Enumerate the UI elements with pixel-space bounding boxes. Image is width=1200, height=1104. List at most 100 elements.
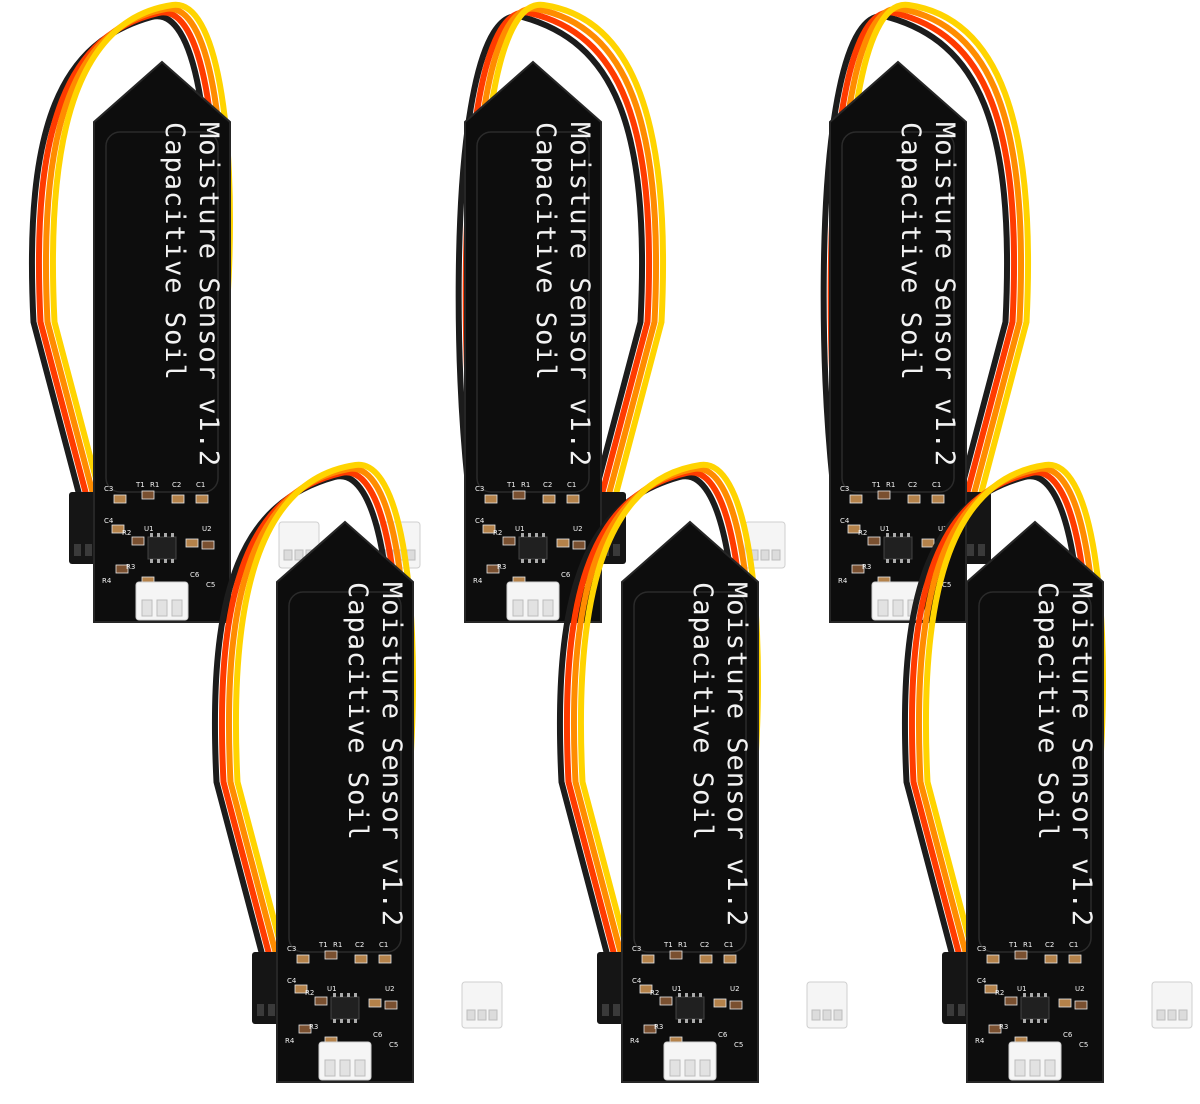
pcb-board bbox=[93, 60, 231, 623]
sensor-title-line1: Capacitive Soil bbox=[342, 582, 373, 841]
smd-part bbox=[1058, 998, 1072, 1008]
smd-part bbox=[729, 1000, 743, 1010]
component-label: R1 bbox=[886, 481, 895, 489]
smd-part bbox=[1074, 1000, 1088, 1010]
component-label: R2 bbox=[305, 989, 314, 997]
smd-part bbox=[1068, 954, 1082, 964]
smd-part bbox=[1004, 996, 1018, 1006]
smd-part bbox=[113, 494, 127, 504]
smd-part bbox=[542, 494, 556, 504]
component-label: T1 bbox=[1008, 941, 1018, 949]
component-label: U1 bbox=[672, 985, 682, 993]
component-label: T1 bbox=[871, 481, 881, 489]
jst-connector bbox=[1008, 1041, 1062, 1081]
component-label: T1 bbox=[506, 481, 516, 489]
smd-part bbox=[723, 954, 737, 964]
sensor-title-line2: Moisture Sensor v1.2 bbox=[929, 122, 960, 467]
jst-connector-loose bbox=[806, 981, 848, 1029]
sensing-area bbox=[978, 591, 1092, 953]
component-label: U1 bbox=[1017, 985, 1027, 993]
component-label: C3 bbox=[475, 485, 484, 493]
sensing-area bbox=[288, 591, 402, 953]
component-label: C5 bbox=[206, 581, 215, 589]
smd-part bbox=[115, 564, 129, 574]
jst-connector-loose bbox=[1151, 981, 1193, 1029]
component-label: U2 bbox=[938, 525, 948, 533]
smd-part bbox=[378, 954, 392, 964]
component-label: C2 bbox=[908, 481, 917, 489]
sensor-title-line2: Moisture Sensor v1.2 bbox=[376, 582, 407, 927]
component-label: C3 bbox=[632, 945, 641, 953]
smd-part bbox=[931, 494, 945, 504]
component-label: R3 bbox=[497, 563, 506, 571]
component-label: C6 bbox=[718, 1031, 728, 1039]
component-label: T1 bbox=[663, 941, 673, 949]
component-label: U1 bbox=[144, 525, 154, 533]
component-label: U1 bbox=[327, 985, 337, 993]
component-label: U2 bbox=[730, 985, 740, 993]
component-label: C5 bbox=[1079, 1041, 1088, 1049]
component-label: R3 bbox=[309, 1023, 318, 1031]
jst-connector-loose bbox=[461, 981, 503, 1029]
component-label: C4 bbox=[287, 977, 297, 985]
component-label: C4 bbox=[632, 977, 642, 985]
component-label: C5 bbox=[734, 1041, 743, 1049]
smd-part bbox=[669, 950, 683, 960]
component-label: C2 bbox=[172, 481, 181, 489]
component-label: R2 bbox=[122, 529, 131, 537]
smd-part bbox=[384, 1000, 398, 1010]
smd-part bbox=[131, 536, 145, 546]
smd-part bbox=[907, 494, 921, 504]
component-label: U2 bbox=[202, 525, 212, 533]
pcb-board bbox=[966, 520, 1104, 1083]
component-label: C6 bbox=[561, 571, 571, 579]
jst-connector bbox=[663, 1041, 717, 1081]
sensor-title-line2: Moisture Sensor v1.2 bbox=[1066, 582, 1097, 927]
smd-part bbox=[484, 494, 498, 504]
component-area: C3T1R1C2C1C4R2U1U2R3R4AOUTVCCGNDC6C5 bbox=[473, 481, 586, 593]
component-label: U1 bbox=[880, 525, 890, 533]
sensor-title-line1: Capacitive Soil bbox=[530, 122, 561, 381]
sensor-title-line1: Capacitive Soil bbox=[159, 122, 190, 381]
smd-part bbox=[849, 494, 863, 504]
pcb-board bbox=[621, 520, 759, 1083]
component-label: C6 bbox=[373, 1031, 383, 1039]
component-label: C1 bbox=[379, 941, 388, 949]
jst-connector-loose bbox=[744, 521, 786, 569]
component-label: R2 bbox=[858, 529, 867, 537]
smd-part bbox=[512, 490, 526, 500]
sensor-title-line2: Moisture Sensor v1.2 bbox=[721, 582, 752, 927]
smd-part bbox=[185, 538, 199, 548]
component-label: C3 bbox=[104, 485, 113, 493]
component-label: C1 bbox=[567, 481, 576, 489]
component-label: C4 bbox=[104, 517, 114, 525]
sensing-area bbox=[633, 591, 747, 953]
smd-part bbox=[298, 1024, 312, 1034]
component-label: C6 bbox=[1063, 1031, 1073, 1039]
component-label: T1 bbox=[135, 481, 145, 489]
component-label: R1 bbox=[333, 941, 342, 949]
component-label: C2 bbox=[1045, 941, 1054, 949]
component-label: R1 bbox=[521, 481, 530, 489]
smd-part bbox=[294, 984, 308, 994]
smd-part bbox=[566, 494, 580, 504]
component-label: R4 bbox=[630, 1037, 640, 1045]
smd-part bbox=[641, 954, 655, 964]
component-label: C5 bbox=[942, 581, 951, 589]
component-label: R4 bbox=[473, 577, 483, 585]
component-label: T1 bbox=[318, 941, 328, 949]
smd-part bbox=[867, 536, 881, 546]
smd-part bbox=[847, 524, 861, 534]
sensing-area bbox=[105, 131, 219, 493]
sensing-area bbox=[841, 131, 955, 493]
component-label: C2 bbox=[543, 481, 552, 489]
component-label: U2 bbox=[1075, 985, 1085, 993]
sensor-title-line1: Capacitive Soil bbox=[1032, 582, 1063, 841]
component-label: R4 bbox=[102, 577, 112, 585]
smd-part bbox=[988, 1024, 1002, 1034]
sensing-area bbox=[476, 131, 590, 493]
component-label: C1 bbox=[1069, 941, 1078, 949]
